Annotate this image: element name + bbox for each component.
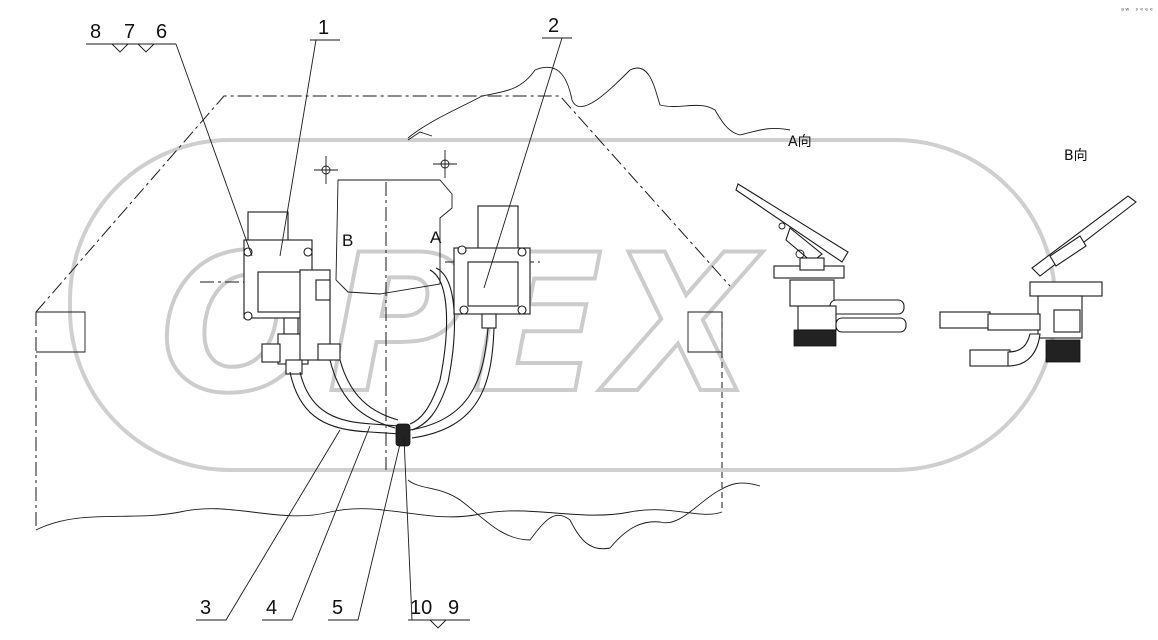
- callout-7: 7: [124, 21, 135, 43]
- corner-mark: ᵃʷ ˢᵉᵉᵉ: [1120, 6, 1154, 15]
- callout-8: 8: [90, 21, 101, 43]
- callout-9: 9: [448, 597, 459, 619]
- callout-1: 1: [318, 17, 329, 39]
- view-b-pedal: [939, 195, 1137, 367]
- section-mark-b: B: [342, 231, 353, 250]
- view-a-label: A向: [788, 134, 812, 150]
- leader-lines: [86, 37, 572, 629]
- callout-3: 3: [200, 597, 211, 619]
- view-a-pedal: [735, 183, 907, 347]
- cab-floor-outline: [35, 95, 731, 531]
- gear-outline: [407, 66, 791, 550]
- left-brake-valve: [243, 211, 341, 375]
- callout-10: 10: [410, 597, 432, 619]
- watermark: OPEX: [68, 138, 1057, 472]
- view-b-label: B向: [1064, 148, 1088, 164]
- callout-5: 5: [332, 597, 343, 619]
- section-mark-a: A: [430, 228, 442, 247]
- callout-2: 2: [548, 15, 559, 37]
- floor-cutout: [335, 179, 453, 295]
- callout-6: 6: [156, 21, 167, 43]
- right-brake-valve: [453, 205, 531, 329]
- brake-hoses: [289, 267, 495, 447]
- callout-4: 4: [266, 597, 277, 619]
